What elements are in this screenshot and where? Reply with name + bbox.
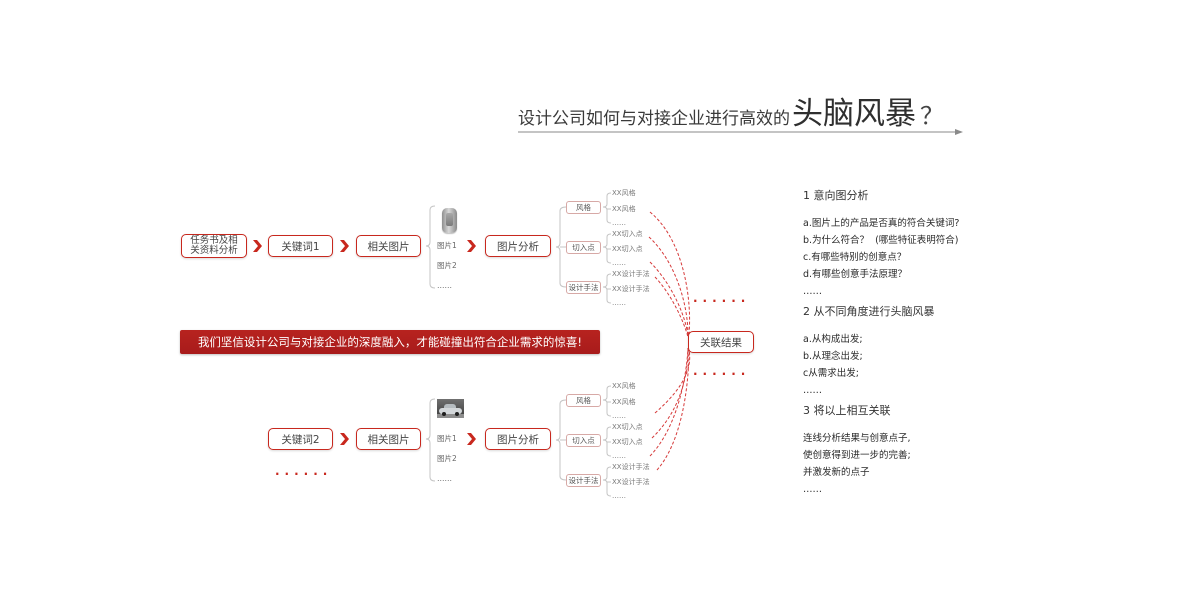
note-heading: 1 意向图分析 xyxy=(803,189,869,202)
note-line: d.有哪些创意手法原理？ xyxy=(803,269,908,280)
note-heading: 2 从不同角度进行头脑风暴 xyxy=(803,305,935,318)
category-entry-point: 切入点 xyxy=(566,241,601,254)
car-image-wheel xyxy=(455,412,459,416)
title-question-mark: ？ xyxy=(920,102,944,130)
car-image-body xyxy=(439,408,462,414)
related-images-node: 相关图片 xyxy=(356,428,421,450)
car-image-cabin xyxy=(444,404,456,409)
title-emphasis: 头脑风暴 xyxy=(792,96,916,132)
images-brace xyxy=(425,205,436,289)
note-line: 并激发新的点子 xyxy=(803,467,870,478)
keyword-1-node: 关键词1 xyxy=(268,235,333,257)
items-brace xyxy=(602,385,612,417)
note-line: b.从理念出发; xyxy=(803,351,863,362)
start-node-brief-analysis: 任务书及相 关资料分析 xyxy=(181,234,247,258)
category-item: XX风格 xyxy=(612,382,636,390)
category-item: XX风格 xyxy=(612,398,636,406)
category-item: XX切入点 xyxy=(612,230,643,238)
relation-curve xyxy=(656,347,690,471)
chevron-right-icon xyxy=(253,240,262,252)
category-item-more: …… xyxy=(612,299,626,307)
note-line: c从需求出发; xyxy=(803,368,859,379)
result-more-above: ...... xyxy=(693,291,751,305)
start-node-line: 任务书及相 xyxy=(190,234,238,246)
category-item: XX设计手法 xyxy=(612,478,650,486)
relation-curve xyxy=(649,211,691,335)
category-item: XX设计手法 xyxy=(612,270,650,278)
categories-brace xyxy=(555,206,567,288)
page-title: 设计公司如何与对接企业进行高效的 头脑风暴 ？ xyxy=(518,99,944,130)
related-images-node: 相关图片 xyxy=(356,235,421,257)
category-item-more: …… xyxy=(612,259,626,267)
chevron-right-icon xyxy=(340,240,349,252)
car-image xyxy=(437,399,464,418)
relation-curve xyxy=(649,347,689,457)
note-line: b.为什么符合？ (哪些特征表明符合) xyxy=(803,235,959,246)
chevron-right-icon xyxy=(467,433,476,445)
relation-curve xyxy=(649,261,689,337)
relation-curve xyxy=(651,348,689,439)
note-line-more: …… xyxy=(803,286,822,297)
category-entry-point: 切入点 xyxy=(566,434,601,447)
category-item-more: …… xyxy=(612,219,626,227)
note-line: a.图片上的产品是否真的符合关键词? xyxy=(803,218,960,229)
arrow-right-icon xyxy=(955,129,963,135)
notes-panel: 1 意向图分析 a.图片上的产品是否真的符合关键词? b.为什么符合？ (哪些特… xyxy=(803,187,959,498)
note-line-more: …… xyxy=(803,385,822,396)
note-line: c.有哪些特别的创意点？ xyxy=(803,252,907,263)
category-item-more: …… xyxy=(612,452,626,460)
category-design-method: 设计手法 xyxy=(566,474,601,487)
note-line: 连线分析结果与创意点子, xyxy=(803,433,911,444)
relation-result-node: 关联结果 xyxy=(688,331,754,353)
category-style: 风格 xyxy=(566,394,601,407)
keyword-2-node: 关键词2 xyxy=(268,428,333,450)
result-more-below: ...... xyxy=(693,364,751,378)
chevron-right-icon xyxy=(340,433,349,445)
images-brace xyxy=(425,398,436,482)
image-analysis-node: 图片分析 xyxy=(485,428,551,450)
category-item: XX设计手法 xyxy=(612,463,650,471)
category-style: 风格 xyxy=(566,201,601,214)
phone-screen xyxy=(446,213,453,226)
category-item: XX切入点 xyxy=(612,438,643,446)
note-heading: 3 将以上相互关联 xyxy=(803,404,891,417)
category-item-more: …… xyxy=(612,492,626,500)
category-design-method: 设计手法 xyxy=(566,281,601,294)
keyword-more: ...... xyxy=(275,464,333,478)
items-brace xyxy=(602,192,612,224)
category-item: XX切入点 xyxy=(612,245,643,253)
phone-image xyxy=(442,208,457,233)
items-brace xyxy=(602,233,612,264)
items-brace xyxy=(602,466,612,497)
category-item-more: …… xyxy=(612,412,626,420)
category-item: XX设计手法 xyxy=(612,285,650,293)
note-line: 使创意得到进一步的完善; xyxy=(803,450,911,461)
image-label: 图片1 xyxy=(437,434,457,443)
car-image-ground xyxy=(437,414,464,418)
image-label: 图片1 xyxy=(437,241,457,250)
category-item: XX切入点 xyxy=(612,423,643,431)
image-label-more: …… xyxy=(437,474,452,483)
chevron-right-icon xyxy=(467,240,476,252)
relation-curve xyxy=(654,276,689,338)
image-analysis-node: 图片分析 xyxy=(485,235,551,257)
car-image-wheel xyxy=(442,412,446,416)
image-label: 图片2 xyxy=(437,454,457,463)
categories-brace xyxy=(555,399,567,481)
note-line: a.从构成出发; xyxy=(803,334,863,345)
image-label-more: …… xyxy=(437,281,452,290)
category-item: XX风格 xyxy=(612,189,636,197)
category-item: XX风格 xyxy=(612,205,636,213)
start-node-line: 关资料分析 xyxy=(190,245,238,256)
items-brace xyxy=(602,426,612,457)
image-label: 图片2 xyxy=(437,261,457,270)
relation-curve xyxy=(648,236,689,336)
items-brace xyxy=(602,273,612,304)
slogan-banner: 我们坚信设计公司与对接企业的深度融入，才能碰撞出符合企业需求的惊喜! xyxy=(180,330,600,354)
title-prefix: 设计公司如何与对接企业进行高效的 xyxy=(518,109,790,129)
note-line-more: …… xyxy=(803,484,822,495)
